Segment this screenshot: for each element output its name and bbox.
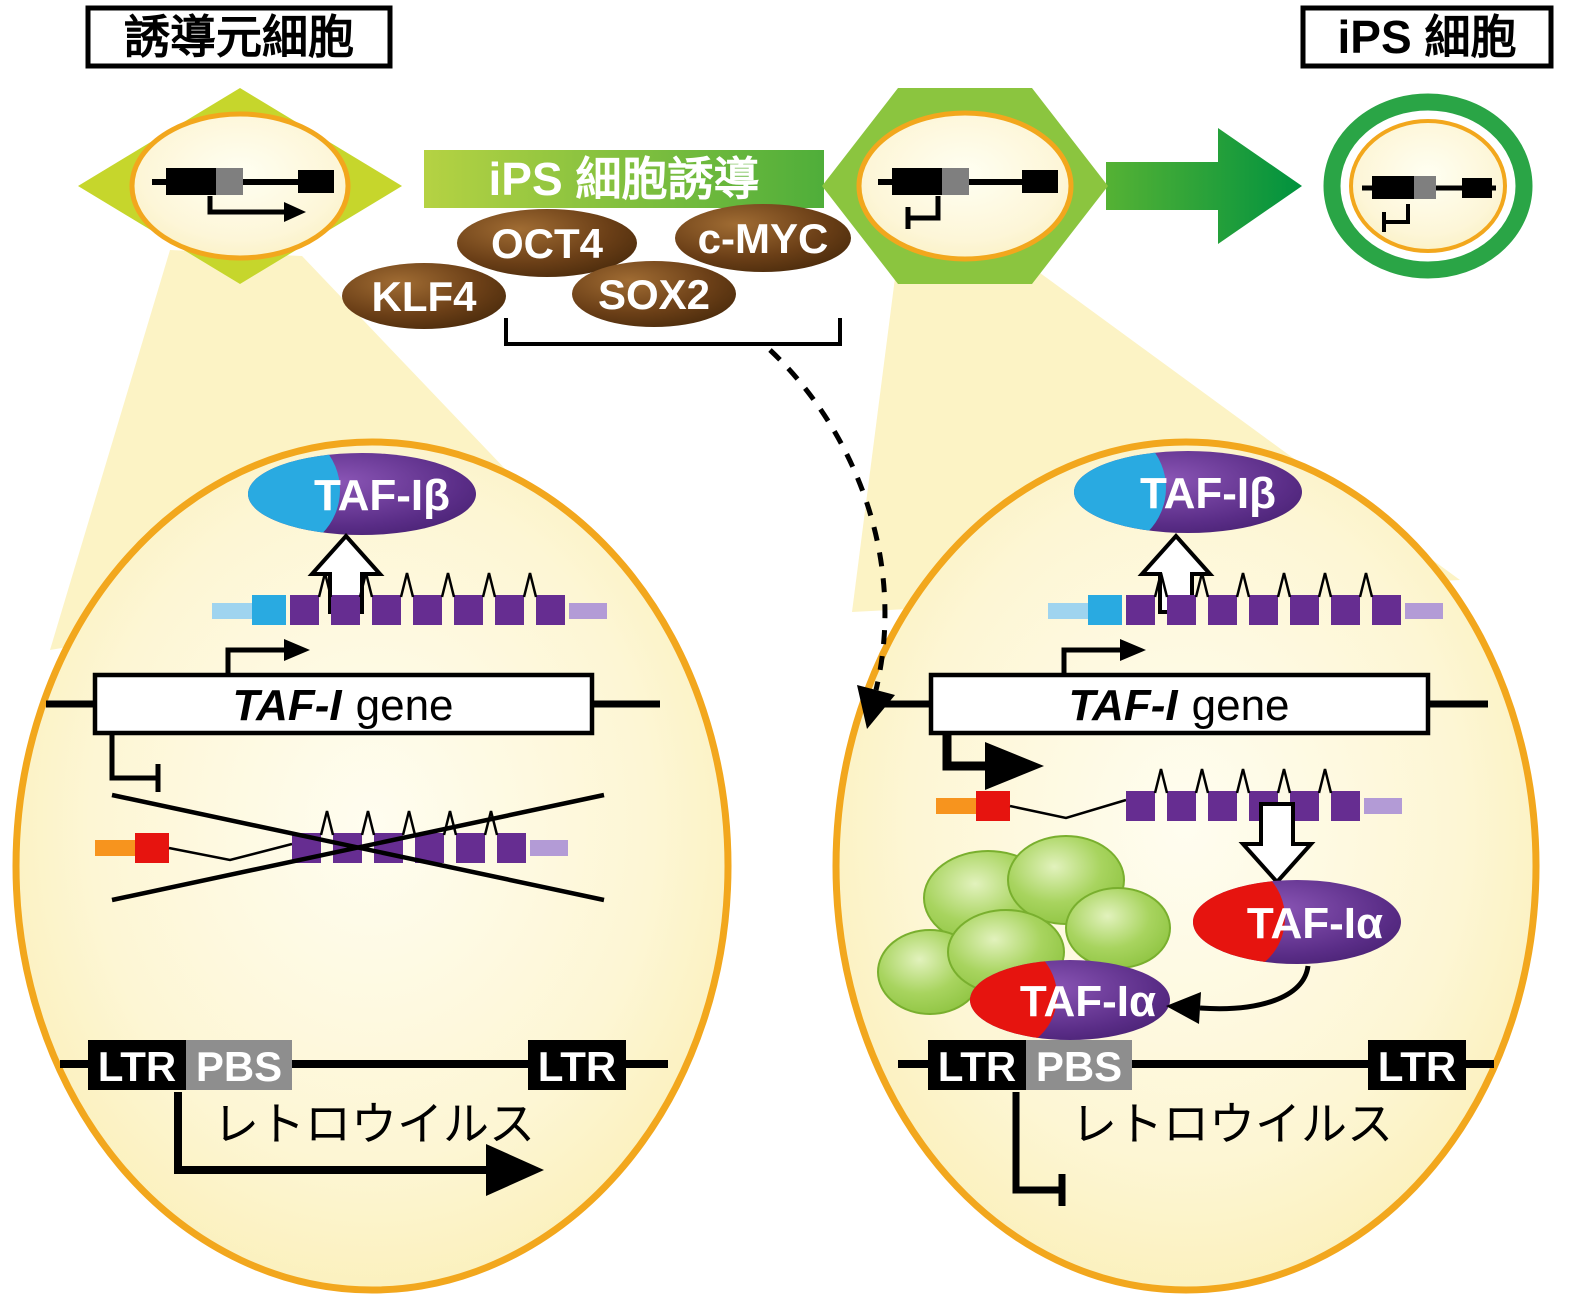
right-alpha-splice-carets xyxy=(1153,768,1333,794)
left-beta-blue-cap xyxy=(248,453,340,535)
right-ltr-right-label: LTR xyxy=(1378,1043,1457,1090)
factor-cmyc: c-MYC xyxy=(675,204,851,272)
ips-induction-banner-label: iPS 細胞誘導 xyxy=(489,153,760,205)
ips-cell xyxy=(1323,93,1533,279)
intermediate-cell xyxy=(822,88,1108,284)
left-cell-contents: TAF-Iβ T xyxy=(46,453,668,1196)
ips-cell-title: iPS 細胞 xyxy=(1300,5,1554,69)
cross-out-x xyxy=(111,792,605,903)
right-taf-ibeta-label: TAF-Iβ xyxy=(1140,469,1276,518)
left-beta-mrna xyxy=(212,572,607,625)
factor-klf4-label: KLF4 xyxy=(372,273,478,320)
right-taf-ibeta-protein: TAF-Iβ xyxy=(1074,451,1302,533)
right-retrovirus: LTR PBS LTR レトロウイルス xyxy=(898,1040,1494,1206)
taf-ialpha-bound-label: TAF-Iα xyxy=(1020,977,1156,1026)
right-beta-mrna xyxy=(1048,572,1443,625)
left-taf-ibeta-label: TAF-Iβ xyxy=(314,471,450,520)
mini-arrowhead xyxy=(284,202,306,222)
right-pbs-label: PBS xyxy=(1036,1043,1122,1090)
left-beta-promoter-arrow xyxy=(225,639,310,675)
right-alpha-exons xyxy=(1126,791,1360,821)
left-pbs-label: PBS xyxy=(196,1043,282,1090)
ips-induction-banner xyxy=(424,150,824,208)
right-beta-blue-cap xyxy=(1074,451,1166,533)
reprogramming-factors: OCT4 c-MYC KLF4 SOX2 xyxy=(342,204,851,346)
factors-bracket xyxy=(504,318,842,346)
right-cell-contents: TAF-Iβ T xyxy=(876,451,1494,1206)
left-retrovirus: LTR PBS LTR レトロウイルス xyxy=(60,1040,668,1196)
ips-cell-title-box xyxy=(1300,5,1554,69)
right-alpha-promoter-activation-arrow xyxy=(942,733,1044,790)
right-beta-splice-carets xyxy=(1153,572,1374,598)
left-alpha-splice-carets xyxy=(319,810,499,836)
factor-oct4: OCT4 xyxy=(457,209,637,277)
alpha-recruitment-arrow xyxy=(1166,965,1311,1024)
transition-arrow xyxy=(1106,128,1302,244)
ips-cell-ring xyxy=(1323,93,1533,279)
factor-sox2-label: SOX2 xyxy=(598,271,710,318)
source-cell-title: 誘導元細胞 xyxy=(85,5,393,69)
right-alpha-translation-arrow xyxy=(1238,802,1316,885)
left-alpha-mrna-absent xyxy=(95,792,605,903)
right-beta-exons xyxy=(1126,595,1401,625)
factor-klf4: KLF4 xyxy=(342,263,506,329)
source-cell-title-label: 誘導元細胞 xyxy=(124,11,354,63)
factor-sox2: SOX2 xyxy=(572,261,736,327)
source-cell xyxy=(78,88,402,284)
left-ltr-right-label: LTR xyxy=(538,1043,617,1090)
left-beta-splice-carets xyxy=(317,572,538,598)
left-retrovirus-label: レトロウイルス xyxy=(213,1098,535,1150)
left-retrovirus-active-arrow xyxy=(174,1092,544,1196)
right-alpha-mrna xyxy=(936,768,1402,821)
factor-cmyc-label: c-MYC xyxy=(698,215,829,262)
source-cell-title-box xyxy=(85,5,393,69)
right-ltr-left-label: LTR xyxy=(938,1043,1017,1090)
mini-gene-schematic-repressed xyxy=(878,168,1058,229)
left-alpha-promoter-repression xyxy=(109,733,161,792)
left-taf-ibeta-protein: TAF-Iβ xyxy=(248,453,476,535)
factor-oct4-label: OCT4 xyxy=(491,220,604,267)
taf-ialpha-free-label: TAF-Iα xyxy=(1247,899,1383,948)
mini-gene-schematic-repressed-2 xyxy=(1362,176,1496,232)
left-alpha-exons xyxy=(292,833,526,863)
right-retrovirus-label: レトロウイルス xyxy=(1071,1098,1393,1150)
left-beta-exons xyxy=(290,595,565,625)
ips-cell-title-label: iPS 細胞 xyxy=(1338,11,1517,63)
mini-gene-schematic-active xyxy=(152,168,334,222)
right-retrovirus-repression xyxy=(1012,1092,1066,1206)
left-ltr-left-label: LTR xyxy=(98,1043,177,1090)
right-beta-promoter-arrow xyxy=(1061,639,1146,675)
top-row: iPS 細胞誘導 xyxy=(78,5,1554,284)
